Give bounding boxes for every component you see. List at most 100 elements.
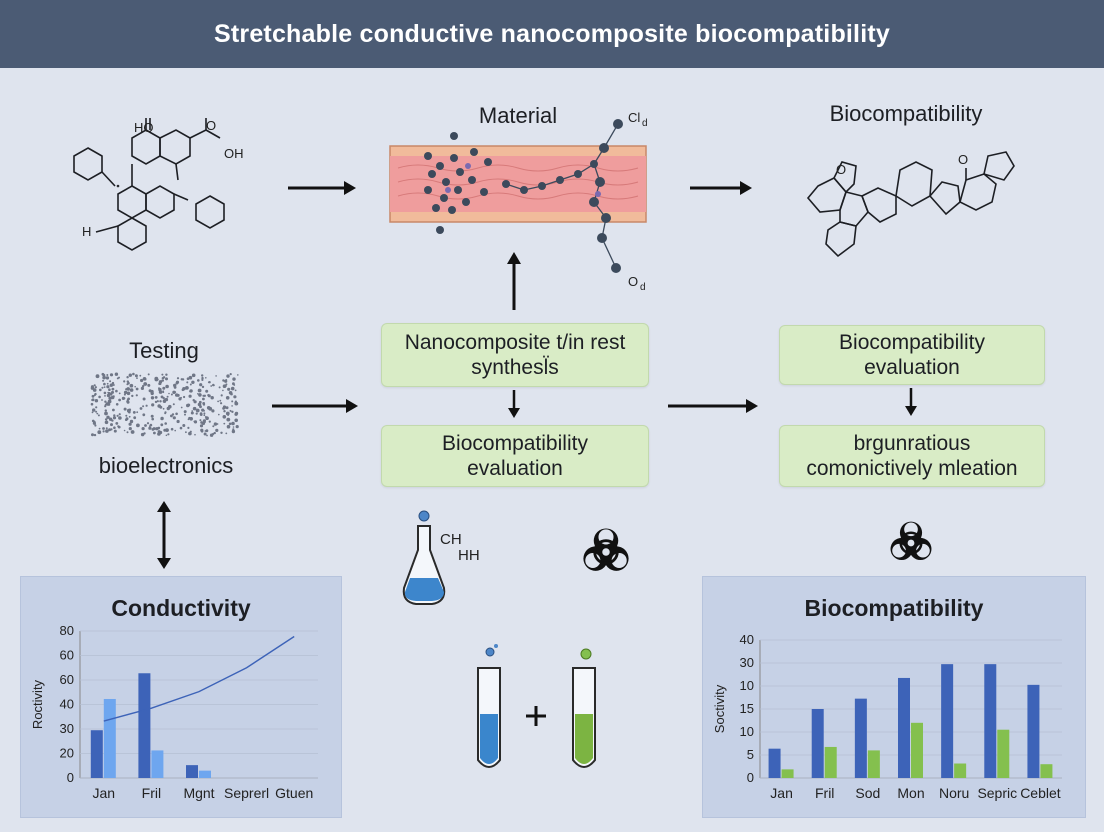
y-tick-label: 80 — [60, 623, 74, 638]
particle-dot — [175, 412, 178, 416]
y-tick-label: 60 — [60, 648, 74, 663]
particle-dot — [117, 425, 121, 429]
particle-dot — [222, 405, 227, 409]
particle-dot — [231, 421, 235, 426]
particle-dot — [124, 391, 127, 394]
particle-dot — [126, 376, 129, 379]
particle-dot — [123, 429, 126, 432]
particle-dot — [205, 377, 207, 379]
particle-dot — [111, 390, 114, 394]
particle-dot — [139, 374, 142, 377]
bar-jan-series-1 — [768, 748, 781, 778]
particle-dot — [91, 394, 95, 398]
particle-dot — [183, 410, 187, 414]
particle-dot — [209, 433, 214, 437]
particle-dot — [192, 374, 195, 377]
y-axis-label: Soctivity — [712, 684, 727, 733]
particle-dot — [170, 427, 174, 431]
particle-dot — [93, 394, 96, 397]
y-tick-label: 40 — [740, 632, 754, 647]
flask-label-ch: CH — [440, 531, 462, 548]
particle-dot — [158, 382, 162, 386]
particle-dot — [202, 402, 206, 405]
particle-dot — [189, 430, 192, 433]
particle-dot — [200, 428, 204, 432]
particle-dot — [141, 427, 145, 431]
y-tick-label: 60 — [60, 672, 74, 687]
particle-dot — [106, 382, 109, 385]
particle-dot — [170, 414, 173, 418]
particle-dot — [232, 428, 235, 431]
arrow-right-1 — [288, 181, 356, 195]
particle-dot — [115, 403, 119, 406]
particle-dot — [136, 377, 138, 379]
particle-dot — [125, 417, 129, 421]
bar-fril-series-1 — [138, 673, 151, 778]
material-tag-o: O — [628, 274, 638, 289]
x-tick-label: Gtuen — [275, 785, 313, 801]
arrow-right-4 — [668, 399, 758, 413]
particle-dot — [94, 399, 99, 403]
particle-dot — [112, 416, 117, 420]
particle-dot — [143, 432, 146, 435]
particle-dot — [126, 391, 131, 396]
particle-dot — [102, 427, 105, 430]
particle-dot — [143, 377, 147, 381]
particle-dot — [165, 384, 169, 389]
particle-dot — [208, 420, 211, 423]
particle-dot — [161, 373, 164, 376]
particle-dot — [134, 385, 136, 388]
material-strip-illustration: Cl d O d — [389, 110, 648, 293]
particle-dot — [162, 386, 166, 390]
particle-dot — [125, 414, 128, 417]
particle-dot — [109, 373, 114, 377]
particle-dot — [185, 431, 187, 434]
bar-fril-series-2 — [824, 746, 837, 778]
synthesis-box-line1: Nanocomposite t/in rest — [404, 331, 626, 354]
y-tick-label: 0 — [747, 770, 754, 785]
particle-dot — [151, 417, 154, 421]
particle-dot — [104, 395, 106, 397]
particle-dot — [94, 424, 97, 427]
particle-dot — [229, 409, 232, 412]
particle-dot — [212, 384, 215, 387]
particle-dot — [107, 400, 110, 403]
y-tick-label: 15 — [740, 701, 754, 716]
particle-dot — [95, 374, 100, 379]
particle-dot — [123, 380, 126, 383]
particle-dot — [205, 416, 209, 420]
particle-dot — [91, 433, 94, 437]
particle-dot — [175, 381, 179, 385]
particle-dot — [188, 394, 192, 398]
particle-dot — [146, 422, 150, 425]
particle-dot — [180, 406, 183, 409]
particle-dot — [142, 413, 146, 417]
particle-dot — [225, 383, 228, 386]
page-title: Stretchable conductive nanocomposite bio… — [0, 0, 1104, 68]
particle-dot — [132, 411, 136, 414]
particle-dot — [103, 382, 106, 386]
particle-dot — [225, 396, 230, 400]
right-evaluation-line1: Biocompatibility — [839, 331, 985, 354]
x-tick-label: Ceblet — [1020, 785, 1061, 801]
particle-dot — [164, 411, 167, 414]
particle-dot — [156, 400, 159, 403]
arrow-right-3 — [272, 399, 358, 413]
particle-dot — [154, 400, 158, 404]
arrow-up-center — [507, 252, 521, 310]
particle-dot — [215, 428, 219, 432]
particle-dot — [106, 385, 110, 389]
particle-dot — [104, 420, 109, 425]
particle-dot — [110, 428, 113, 431]
particle-dot — [170, 393, 173, 396]
x-tick-label: Mon — [897, 785, 924, 801]
particle-dot — [145, 404, 148, 407]
particle-dot — [185, 386, 189, 390]
particle-dot — [152, 427, 156, 431]
particle-dot — [189, 389, 193, 393]
right-evaluation-box: Biocompatibility evaluation — [779, 325, 1045, 385]
biohazard-icon — [583, 528, 629, 571]
particle-dot — [224, 384, 227, 388]
particle-dot — [101, 372, 105, 376]
particle-dot — [140, 386, 144, 390]
